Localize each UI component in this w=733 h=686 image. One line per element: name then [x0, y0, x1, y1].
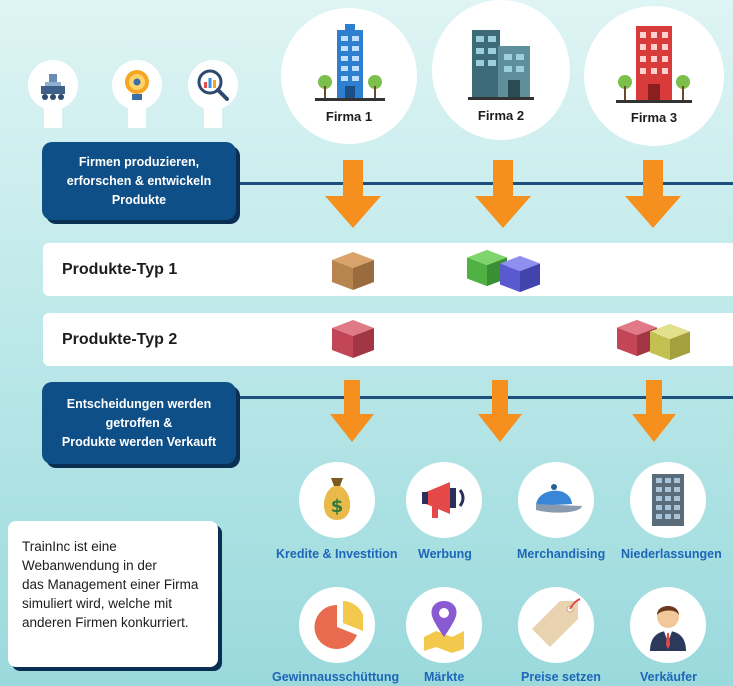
megaphone-icon	[422, 482, 465, 518]
decision-label: Werbung	[418, 547, 472, 561]
down-arrow	[475, 160, 531, 228]
decision-label: Kredite & Investition	[276, 547, 398, 561]
top-bubble-factory	[28, 60, 78, 128]
cap-icon	[536, 484, 582, 513]
decision-label: Verkäufer	[640, 670, 697, 684]
product-box-icon	[332, 320, 374, 358]
price-tag-icon	[532, 598, 581, 647]
firm-label: Firma 3	[630, 110, 678, 125]
top-bubble-analytics	[188, 60, 238, 128]
description-text: TrainInc ist eine Webanwendung in der da…	[22, 539, 199, 630]
connector-line	[236, 396, 733, 399]
pie-chart-icon	[314, 601, 363, 649]
firm-1-circle: Firma 1	[281, 8, 417, 144]
svg-text:$: $	[331, 496, 344, 517]
building-icon	[652, 474, 684, 526]
decision-label: Gewinnausschüttung	[272, 670, 400, 684]
product-box-icon	[650, 323, 690, 361]
product-row-label: Produkte-Typ 1	[62, 261, 178, 278]
produce-box: Firmen produzieren, erforschen & entwick…	[42, 142, 236, 220]
product-box-icon	[500, 255, 540, 293]
decision-icon-circle	[518, 462, 594, 538]
decision-icon-circle	[299, 587, 375, 663]
decision-icon-circle	[630, 587, 706, 663]
decision-icon-circle	[630, 462, 706, 538]
money-bag-icon: $	[323, 478, 351, 520]
decision-label: Merchandising	[517, 547, 606, 561]
decision-icon-circle	[406, 462, 482, 538]
decision-icon-circle	[406, 587, 482, 663]
decision-icon-circle: $	[299, 462, 375, 538]
down-arrow	[325, 160, 381, 228]
firm-2-circle: Firma 2	[432, 0, 570, 140]
product-row-1	[43, 243, 733, 296]
red-office-icon	[616, 26, 692, 103]
down-arrow	[625, 160, 681, 228]
description-card: TrainInc ist eine Webanwendung in der da…	[8, 521, 218, 667]
down-arrow	[478, 380, 522, 442]
product-row-label: Produkte-Typ 2	[62, 331, 178, 348]
product-box-icon	[332, 252, 374, 290]
office-tower-icon	[315, 24, 385, 101]
decision-icon-circle	[518, 587, 594, 663]
analytics-magnifier-icon	[197, 69, 229, 101]
down-arrow	[330, 380, 374, 442]
decision-label: Niederlassungen	[621, 547, 722, 561]
firm-label: Firma 1	[325, 109, 373, 124]
firm-3-circle: Firma 3	[584, 6, 724, 146]
factory-machine-icon	[41, 74, 65, 100]
office-block-icon	[468, 30, 534, 100]
decision-label: Märkte	[424, 670, 465, 684]
salesperson-icon	[650, 606, 686, 651]
top-bubble-idea	[112, 60, 162, 128]
lightbulb-gear-icon	[125, 70, 149, 100]
down-arrow	[632, 380, 676, 442]
map-pin-icon	[424, 601, 464, 653]
connector-line	[236, 182, 733, 185]
decision-box: Entscheidungen werden getroffen & Produk…	[42, 382, 236, 464]
firm-label: Firma 2	[477, 108, 525, 123]
decision-label: Preise setzen	[521, 670, 601, 684]
